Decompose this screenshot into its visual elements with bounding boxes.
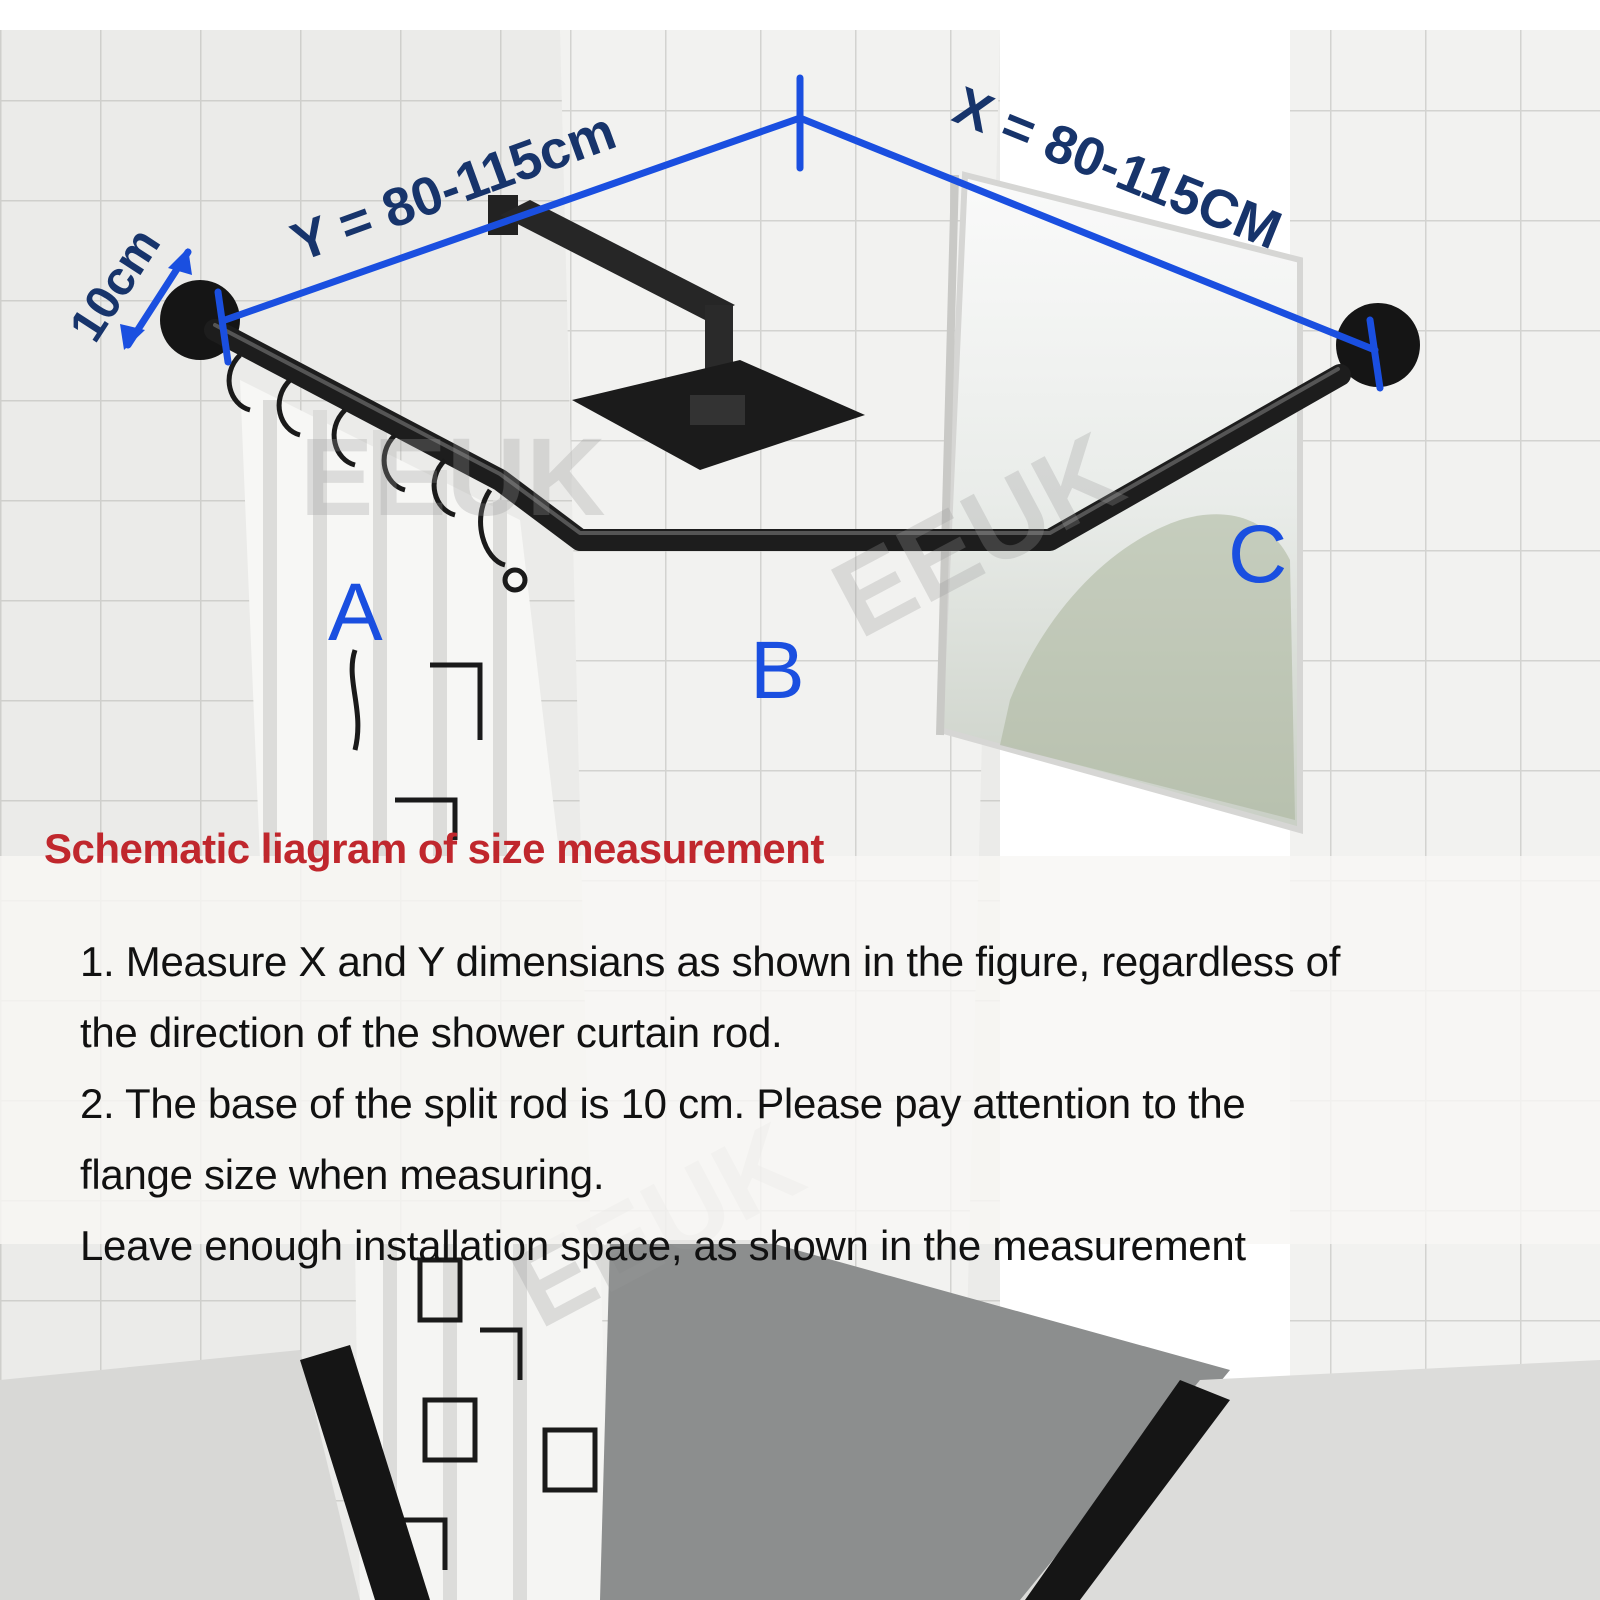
right-tiled-wall [1290,30,1600,1600]
instruction-line-2: the direction of the shower curtain rod. [80,1009,783,1056]
shower-threshold [300,1345,1230,1600]
curtain-hooks [226,353,528,593]
instruction-panel [0,856,1600,1244]
shower-tray [600,1240,1230,1600]
window-frame-mullion [936,174,959,736]
diagram-caption: Schematic liagram of size measurement [44,825,824,872]
window-tree [1000,514,1295,820]
section-b-label: B [750,625,805,716]
instruction-line-4: flange size when measuring. [80,1151,605,1198]
shower-curtain-lower [355,1240,610,1600]
section-a-label: A [328,567,383,658]
floor [0,1350,360,1600]
instruction-line-5: Leave enough installation space, as show… [80,1222,1246,1269]
base-arrowheads [120,248,192,350]
floor-right [1020,1360,1600,1600]
curtain-rod [160,280,1420,551]
top-white-border [0,0,1600,30]
watermark-1: EEUK [300,416,606,539]
shower-curtain-upper [240,380,560,860]
shower-head [488,195,865,470]
instruction-line-3: 2. The base of the split rod is 10 cm. P… [80,1080,1246,1127]
instruction-line-1: 1. Measure X and Y dimensians as shown i… [80,938,1341,985]
section-c-label: C [1228,509,1287,600]
